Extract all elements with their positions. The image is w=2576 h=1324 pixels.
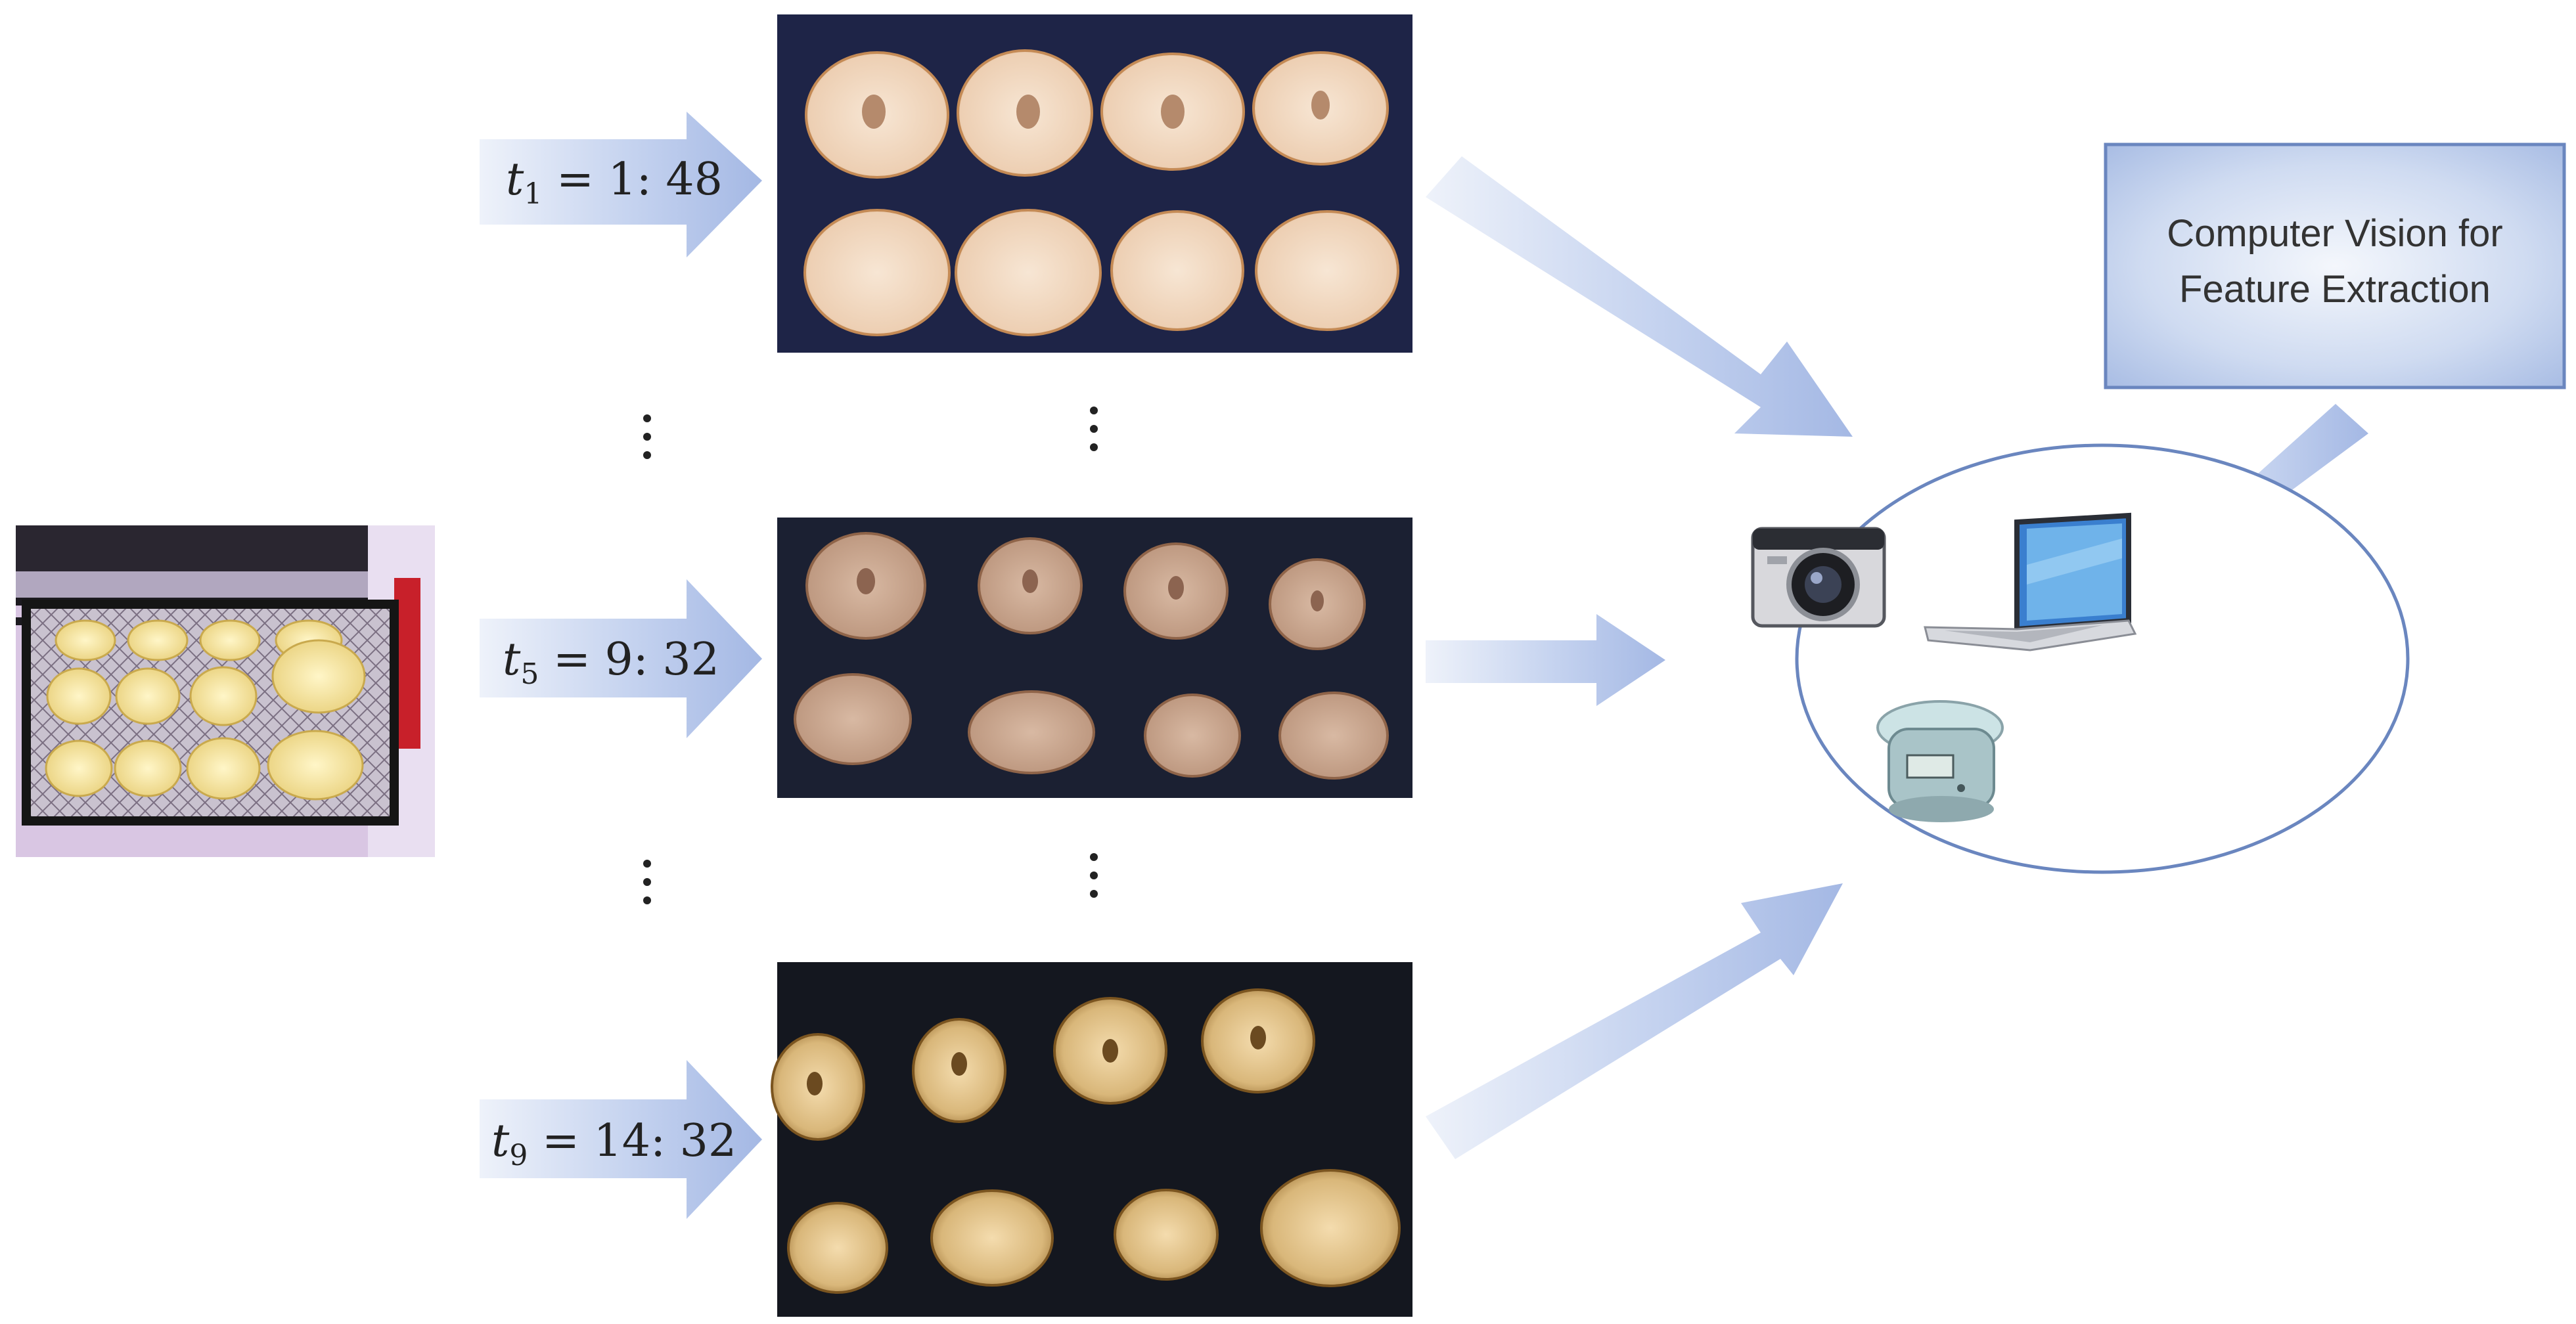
t5-var: t: [503, 634, 521, 686]
t5-sub: 5: [520, 657, 539, 691]
arrow-photo2-to-devices: [1426, 614, 1665, 706]
svg-text:t5 = 9: 32: t5 = 9: 32: [503, 634, 719, 691]
laptop-icon: [1924, 512, 2137, 651]
time-arrow-9: t9 = 14: 32: [480, 1060, 762, 1219]
arrow-photo3-to-devices: [1426, 883, 1843, 1159]
t9-sub: 9: [509, 1139, 528, 1172]
time-arrow-1: t1 = 1: 48: [480, 112, 762, 257]
time-arrow-5: t5 = 9: 32: [480, 579, 762, 738]
apple-slices-photo-t5: [777, 518, 1412, 798]
t9-var: t: [491, 1115, 510, 1167]
apple-slices-photo-t9: [771, 962, 1412, 1317]
svg-text:t9 = 14: 32: t9 = 14: 32: [491, 1115, 736, 1172]
feature-box-line1: Computer Vision for: [2167, 212, 2503, 255]
t5-value: = 9: 32: [539, 634, 719, 686]
camera-icon: [1751, 527, 1886, 628]
t9-value: = 14: 32: [528, 1115, 736, 1167]
dryer-tray-photo: [16, 525, 435, 857]
feature-extraction-box: Computer Vision for Feature Extraction: [2104, 143, 2566, 389]
t1-sub: 1: [524, 177, 542, 211]
device-cluster: [1751, 443, 2410, 874]
t1-var: t: [506, 154, 524, 206]
t1-value: = 1: 48: [542, 154, 723, 206]
arrow-photo1-to-devices: [1426, 156, 1853, 437]
scale-icon: [1876, 700, 2004, 822]
ellipsis-dots: [643, 407, 1098, 904]
svg-text:t1 = 1: 48: t1 = 1: 48: [506, 154, 723, 211]
apple-slices-photo-t1: [777, 14, 1412, 353]
feature-box-line2: Feature Extraction: [2179, 268, 2491, 311]
